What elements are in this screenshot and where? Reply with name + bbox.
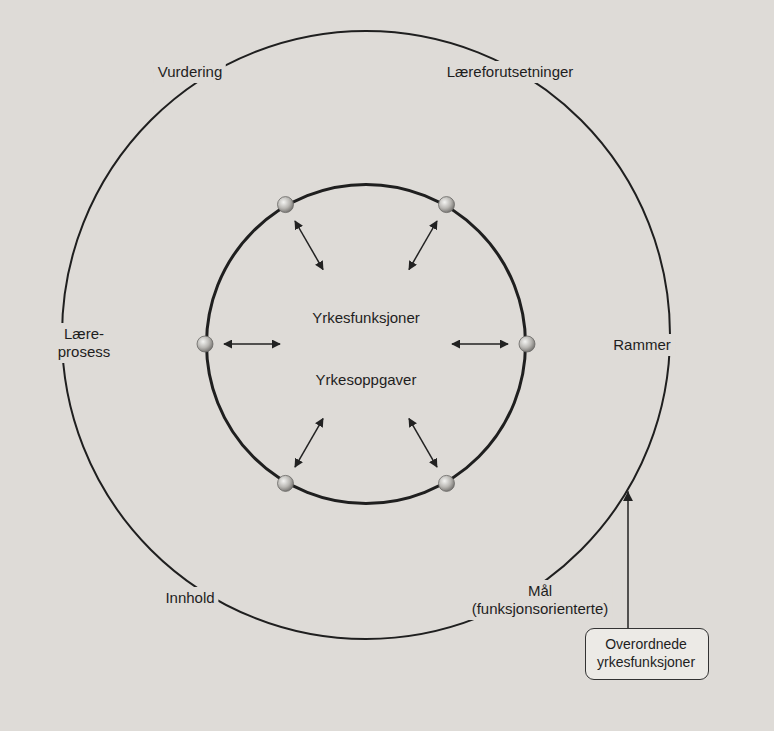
outer-ring-outline bbox=[61, 30, 671, 640]
leader-arrow bbox=[627, 491, 629, 628]
ring-dot bbox=[439, 475, 455, 491]
inner-circle-line bbox=[207, 185, 526, 504]
ring-label: Læreforutsetninger bbox=[443, 61, 578, 83]
center-label: Yrkesoppgaver bbox=[312, 369, 421, 391]
callout-box: Overordnede yrkesfunksjoner bbox=[585, 628, 709, 680]
double-arrow bbox=[295, 221, 323, 270]
ring-dot bbox=[519, 336, 535, 352]
ring-dot bbox=[197, 336, 213, 352]
ring-dots bbox=[197, 197, 535, 492]
callout-label: Overordnede yrkesfunksjoner bbox=[597, 636, 695, 671]
double-arrow bbox=[452, 343, 508, 345]
outer-ring: VurderingLæreforutsetningerRammerMål (fu… bbox=[61, 30, 671, 640]
ring-label: Lære- prosess bbox=[54, 323, 115, 363]
double-arrow bbox=[409, 419, 437, 468]
ring-dot bbox=[278, 475, 294, 491]
ring-label: Vurdering bbox=[154, 61, 226, 83]
center-label: Yrkesfunksjoner bbox=[308, 307, 424, 329]
inner-circle-outline bbox=[205, 183, 527, 505]
inner-circle: YrkesfunksjonerYrkesoppgaver bbox=[205, 183, 527, 505]
ring-label: Innhold bbox=[161, 587, 218, 609]
double-arrows bbox=[224, 221, 508, 467]
ring-dot bbox=[278, 197, 294, 213]
ring-dot bbox=[439, 197, 455, 213]
double-arrow bbox=[295, 419, 323, 468]
double-arrow bbox=[409, 221, 437, 270]
double-arrow bbox=[224, 343, 280, 345]
outer-ring-line bbox=[62, 31, 670, 639]
ring-label: Rammer bbox=[609, 334, 675, 356]
ring-label: Mål (funksjonsorienterte) bbox=[468, 580, 613, 620]
